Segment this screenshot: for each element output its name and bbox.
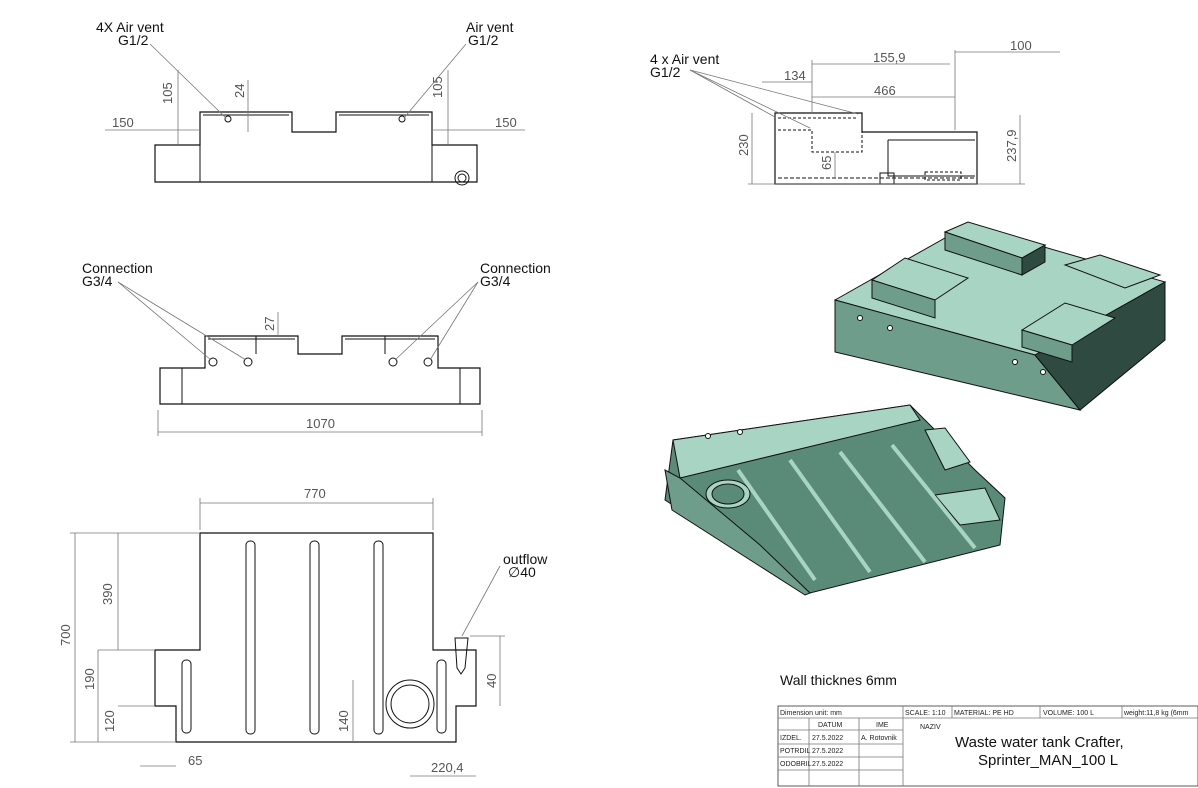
connection-hole [388,357,398,367]
dim-120: 120 [102,710,117,732]
wall-thickness-note: Wall thicknes 6mm [780,672,897,688]
conn-right-line2: G3/4 [480,273,511,289]
tb-date: 27.5.2022 [812,748,843,755]
dim-65-side: 65 [819,156,834,170]
side-view-outline [774,112,978,185]
middle-view: Connection G3/4 Connection G3/4 27 1070 [82,260,551,436]
top-view: 4X Air vent G1/2 Air vent G1/2 105 24 10… [96,19,525,186]
dim-105-left: 105 [160,82,175,104]
dim-390: 390 [100,583,115,605]
rib [373,540,384,735]
vent-right-line2: G1/2 [468,32,499,48]
connection-hole [423,357,433,367]
rib [436,659,447,734]
dim-150-right: 150 [495,115,517,130]
side-view: 4 x Air vent G1/2 155,9 100 134 466 230 … [650,38,1060,185]
bottom-view: outflow ∅40 770 390 700 190 120 140 40 6… [58,486,548,777]
tb-col-ime: IME [876,722,889,729]
conn-left-line1: Connection [82,260,153,276]
connection-hole [208,357,218,367]
dim-1070: 1070 [306,416,335,431]
tb-name: A. Rotovnik [861,735,897,742]
dim-105-right: 105 [430,76,445,98]
side-vent-line1: 4 x Air vent [650,51,719,67]
dim-140: 140 [336,710,351,732]
rib [309,540,320,735]
outflow-spout [454,637,469,675]
title-block: Dimension unit: mm SCALE: 1:10 MATERIAL:… [777,705,1198,787]
tb-dimension-unit: Dimension unit: mm [780,710,842,717]
dim-237-9: 237,9 [1004,129,1019,162]
outflow-opening [385,679,435,729]
tb-title-line2: Sprinter_MAN_100 L [978,752,1118,769]
vent-left-line2: G1/2 [118,32,149,48]
dim-466: 466 [874,83,896,98]
dim-230: 230 [736,134,751,156]
dim-150-left: 150 [112,115,134,130]
rib [181,659,192,734]
tb-date: 27.5.2022 [812,735,843,742]
tb-role: ODOBRIL [780,761,812,768]
outflow-nozzle [454,170,470,186]
tb-volume: VOLUME: 100 L [1043,710,1094,717]
tb-role: POTRDIL [780,748,810,755]
conn-right-line1: Connection [480,260,551,276]
connection-hole [243,357,253,367]
dim-65: 65 [188,753,202,768]
tb-title-line1: Waste water tank Crafter, [955,734,1124,751]
outflow-label: outflow [503,551,548,567]
vent-left-line1: 4X Air vent [96,19,164,35]
isometric-view-top [833,221,1167,411]
dim-770: 770 [304,486,326,501]
dim-220-4: 220,4 [431,760,464,775]
tb-scale: SCALE: 1:10 [905,710,946,717]
dim-24: 24 [232,84,247,98]
isometric-view-bottom [664,404,1006,596]
rib [245,540,256,735]
dim-190: 190 [82,668,97,690]
dim-134: 134 [784,68,806,83]
tb-weight: weight:11,8 kg (6mm [1123,710,1189,717]
dim-155-9: 155,9 [873,50,906,65]
vent-right-line1: Air vent [466,19,514,35]
tb-col-naziv: NAZIV [920,724,941,731]
dim-40: 40 [484,674,499,688]
side-vent-line2: G1/2 [650,64,681,80]
tb-material: MATERIAL: PE HD [954,710,1014,717]
dim-27: 27 [262,317,277,331]
tb-date: 27.5.2022 [812,761,843,768]
tb-col-datum: DATUM [818,722,843,729]
outflow-diameter: ∅40 [508,564,536,580]
conn-left-line2: G3/4 [82,273,113,289]
air-vent-hole [224,115,232,123]
dim-100: 100 [1010,38,1032,53]
middle-view-outline [159,335,481,405]
top-view-outline [154,111,478,183]
air-vent-hole [398,115,406,123]
tb-role: IZDEL. [780,735,802,742]
dim-700: 700 [58,624,73,646]
